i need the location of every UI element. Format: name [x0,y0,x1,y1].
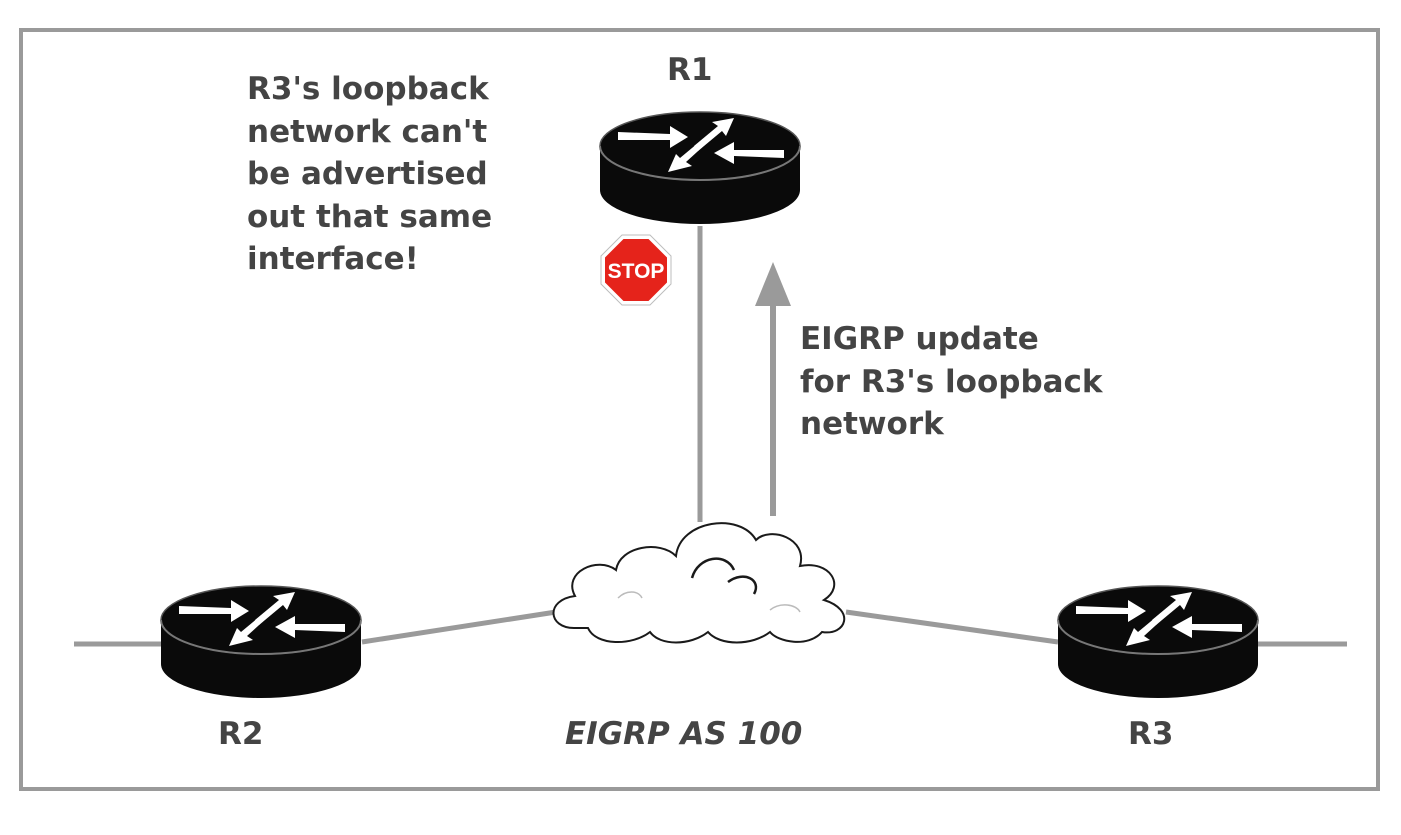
cloud-icon [552,522,846,644]
split-horizon-note: R3's loopback network can't be advertise… [247,71,493,277]
update-note: EIGRP update for R3's loopback network [800,321,1103,442]
router-icon [1057,585,1259,699]
router-icon [599,111,801,225]
router-label-r3: R3 [1128,716,1174,752]
stop-sign-text: STOP [608,260,665,283]
router-label-r2: R2 [218,716,264,752]
arrow-up-icon [755,262,791,516]
diagram-border [19,28,1380,791]
router-label-r1: R1 [667,52,713,88]
stop-sign-icon: STOP [600,234,672,306]
as-label: EIGRP AS 100 [565,716,803,752]
link-cloud-r3 [845,609,1059,645]
router-icon [160,585,362,699]
link-r2-cloud [361,609,557,645]
